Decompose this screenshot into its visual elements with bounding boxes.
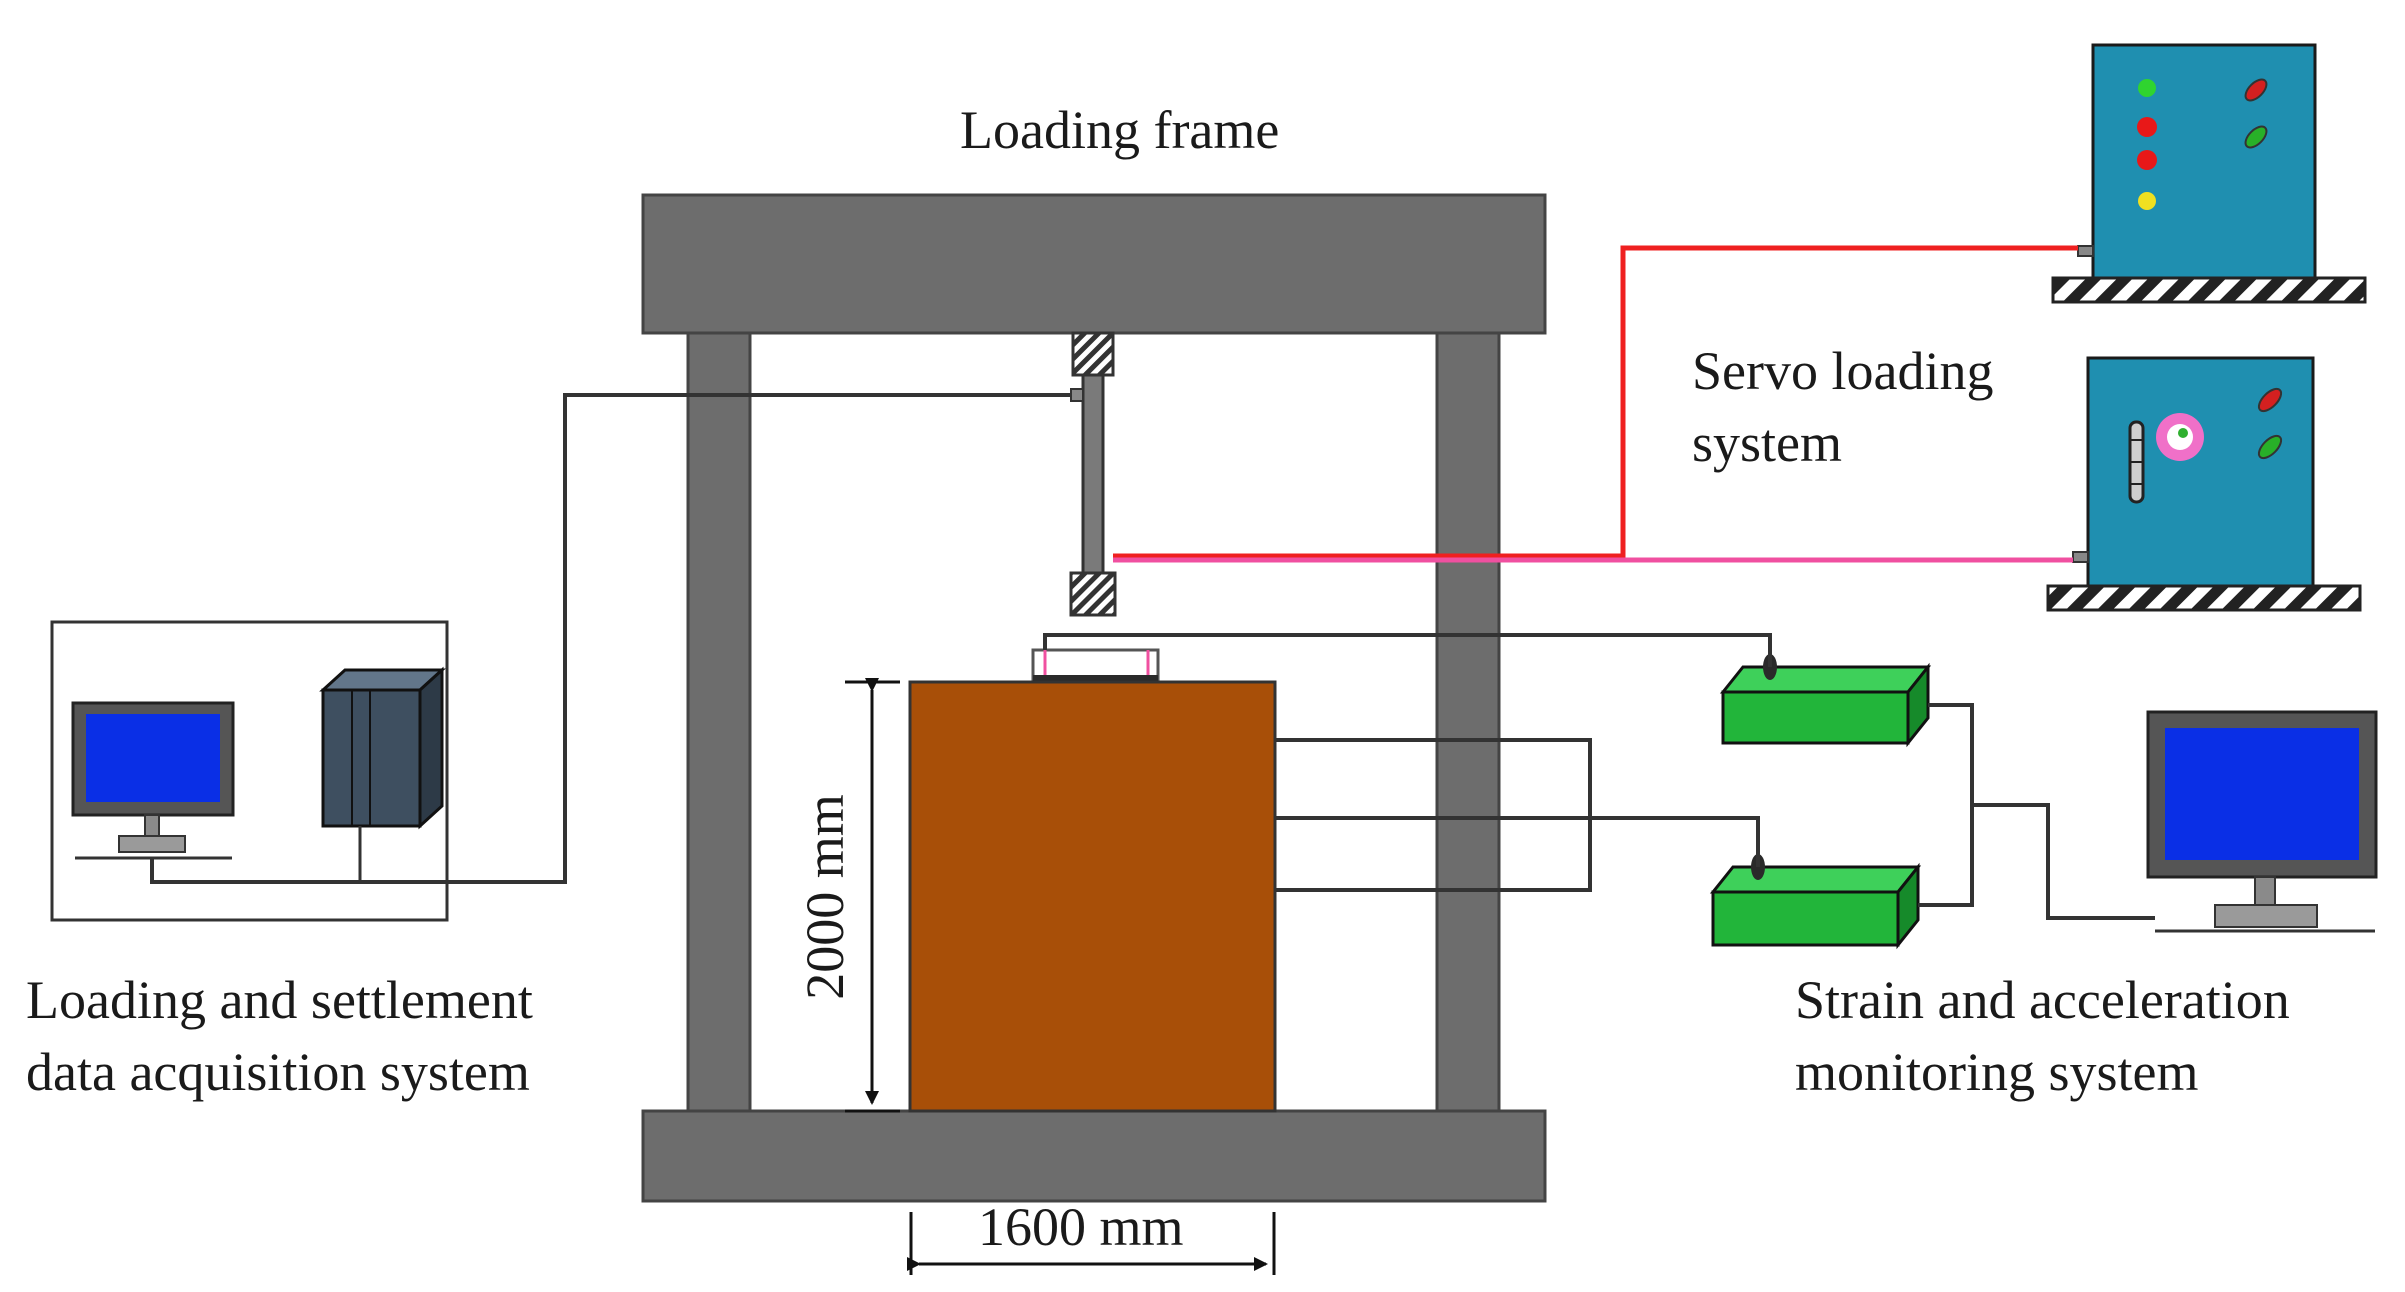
daq-unit-icon (319, 666, 446, 882)
servo-cabinet-top-icon (2051, 43, 2367, 304)
height-dimension (845, 678, 900, 1113)
daq-label-line1: Loading and settlement (26, 970, 533, 1030)
width-dimension-label: 1600 mm (978, 1197, 1184, 1257)
width-dimension (907, 1212, 1276, 1275)
daq-computer-icon (71, 701, 235, 860)
servo-system-label-line1: Servo loading (1692, 341, 1994, 401)
loading-frame (641, 193, 1547, 1203)
monitoring-label-line1: Strain and acceleration (1795, 970, 2290, 1030)
servo-red-line (1113, 245, 2078, 559)
daq-wire-connector (1070, 388, 1084, 402)
soil-specimen (908, 680, 1277, 1113)
strain-recorder-bottom-icon (1709, 854, 1922, 950)
servo-cabinet-bottom-icon (2046, 356, 2362, 612)
monitoring-computer-icon (2146, 710, 2378, 933)
frame-left-column (686, 331, 752, 1113)
monitoring-label-line2: monitoring system (1795, 1042, 2199, 1102)
actuator-icon (1069, 331, 1117, 617)
loading-frame-label: Loading frame (960, 100, 1280, 160)
frame-base (641, 1109, 1547, 1203)
daq-label-line2: data acquisition system (26, 1042, 530, 1102)
monitoring-wires (1043, 633, 2155, 920)
daq-wire (150, 393, 1083, 884)
servo-system-label-line2: system (1692, 413, 1843, 473)
height-dimension-label: 2000 mm (795, 794, 855, 1000)
loading-plate-icon (1031, 648, 1160, 682)
strain-recorder-top-icon (1719, 654, 1932, 748)
frame-right-column (1435, 331, 1501, 1113)
frame-top-beam (641, 193, 1547, 335)
